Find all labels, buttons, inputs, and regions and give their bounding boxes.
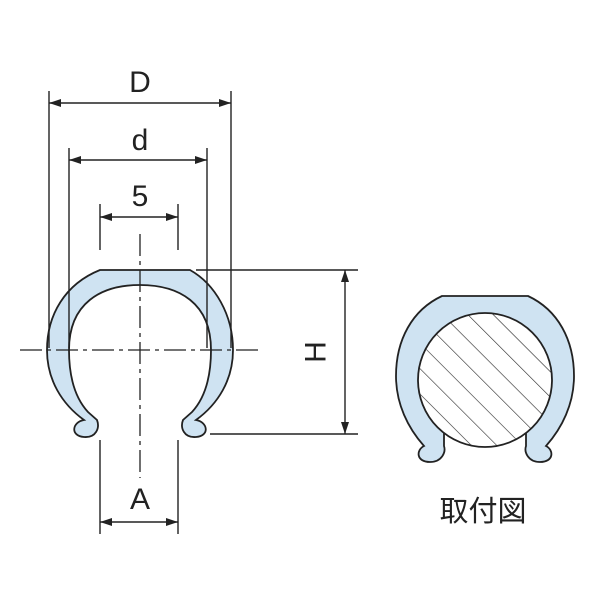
dimension-label-d: d xyxy=(132,124,149,157)
rod-hatching xyxy=(418,313,552,447)
dimension-label-A: A xyxy=(130,483,150,516)
section-view: D d 5 A H xyxy=(20,66,358,534)
rod-outline xyxy=(417,312,553,448)
dimension-label-slot: 5 xyxy=(132,180,149,213)
dimension-label-D: D xyxy=(129,66,151,99)
installed-view: 取付図 xyxy=(395,295,575,528)
installation-caption: 取付図 xyxy=(439,494,526,528)
dimension-label-H: H xyxy=(300,341,333,363)
